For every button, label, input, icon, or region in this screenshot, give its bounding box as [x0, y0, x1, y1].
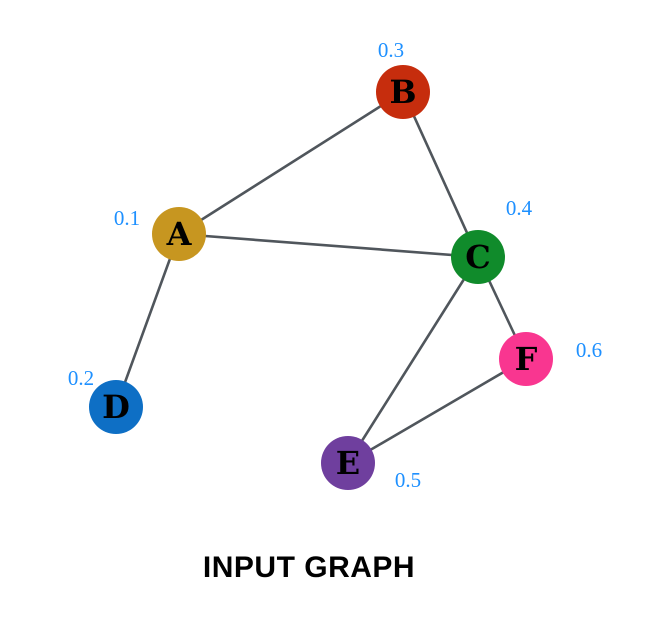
node-value-C: 0.4 [506, 196, 533, 220]
node-letter-D: D [102, 388, 130, 426]
node-B[interactable]: B 0.3 [376, 38, 430, 119]
node-circle-A[interactable] [152, 207, 206, 261]
node-letter-B: B [389, 73, 416, 111]
node-value-A: 0.1 [114, 206, 140, 230]
edge-A-C [177, 232, 480, 259]
node-layer: A 0.1 B 0.3C 0.4D 0.2E 0.5 F 0.6 [68, 38, 602, 492]
node-value-F: 0.6 [576, 338, 602, 362]
node-letter-A: A [166, 215, 193, 253]
node-letter-F: F [515, 340, 538, 378]
edge-A-D [114, 232, 181, 409]
node-C[interactable]: C 0.4 [451, 196, 533, 284]
node-A[interactable]: A 0.1 [114, 206, 206, 261]
edge-E-F [346, 357, 528, 465]
node-E[interactable]: E 0.5 [321, 436, 421, 492]
node-value-B: 0.3 [378, 38, 404, 62]
edge-C-E [346, 255, 480, 465]
edge-A-B [177, 90, 405, 236]
node-circle-C[interactable] [451, 230, 505, 284]
node-D[interactable]: D 0.2 [68, 366, 143, 434]
node-value-D: 0.2 [68, 366, 94, 390]
node-F[interactable]: F 0.6 [499, 332, 602, 386]
edge-B-C [401, 90, 480, 259]
node-circle-F[interactable] [499, 332, 553, 386]
node-circle-E[interactable] [321, 436, 375, 490]
node-value-E: 0.5 [395, 468, 421, 492]
node-letter-E: E [336, 444, 360, 482]
graph-title: INPUT GRAPH [203, 551, 415, 584]
node-circle-B[interactable] [376, 65, 430, 119]
node-circle-D[interactable] [89, 380, 143, 434]
node-letter-C: C [465, 238, 490, 276]
